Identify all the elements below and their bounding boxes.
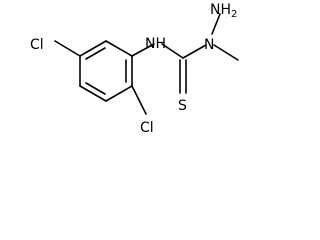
atom-n-methyl: N xyxy=(204,37,214,53)
atom-s: S xyxy=(178,98,187,114)
atom-nh: NH xyxy=(145,36,166,52)
atom-cl-bottom: Cl xyxy=(140,120,154,136)
ring-bond xyxy=(105,40,133,57)
benzene-ring xyxy=(79,40,133,102)
bond-ring-nh xyxy=(131,43,155,57)
bond-n-nh2 xyxy=(211,13,221,35)
ring-bond xyxy=(105,85,133,102)
ring-double-bond xyxy=(85,47,106,60)
ring-bond xyxy=(79,85,107,102)
atom-nh2-subscript: 2 xyxy=(231,9,237,20)
bond-n-methyl xyxy=(213,44,239,61)
structure-diagram: Cl Cl NH N NH2 S xyxy=(30,2,239,136)
atom-nh2-main: NH xyxy=(210,2,231,18)
bond-carbon-n xyxy=(182,44,207,59)
bond-nh-carbon xyxy=(161,43,184,59)
atom-nh2: NH2 xyxy=(210,2,237,20)
bond-ring-cl-bottom xyxy=(131,85,147,115)
bond-ring-cl-left xyxy=(54,40,81,57)
atom-cl-left: Cl xyxy=(30,37,44,53)
ring-double-bond xyxy=(85,82,106,95)
ring-bond xyxy=(79,40,107,57)
